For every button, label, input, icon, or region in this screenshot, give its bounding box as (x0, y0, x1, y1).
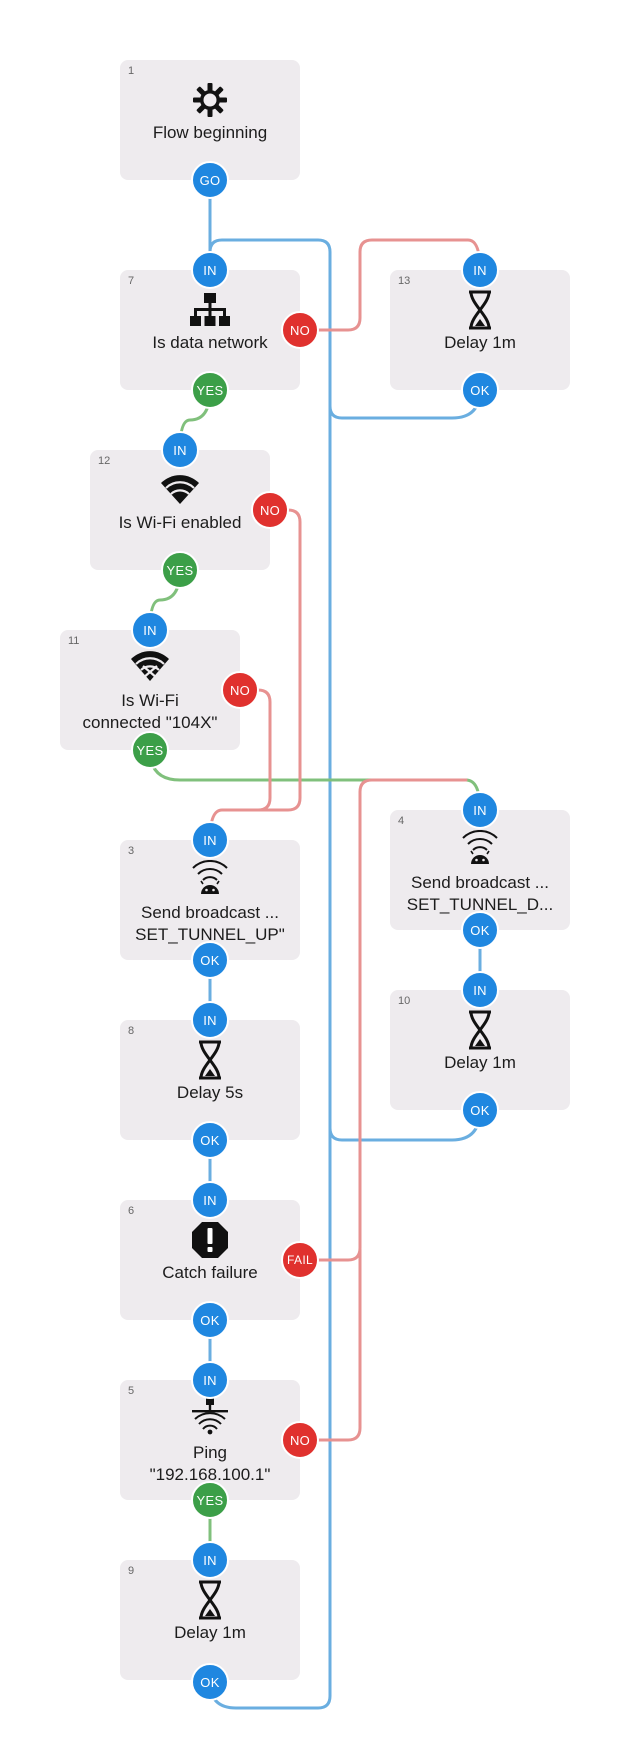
node-number: 3 (128, 845, 135, 857)
port-in-n11[interactable]: IN (131, 611, 169, 649)
port-yes-n11[interactable]: YES (131, 731, 169, 769)
node-label: Delay 1m (174, 1623, 246, 1642)
node-number: 8 (128, 1025, 135, 1037)
node-delay-1m-9[interactable]: 9 Delay 1m (120, 1560, 300, 1680)
node-delay-1m-13[interactable]: 13 Delay 1m (390, 270, 570, 390)
port-ok-n3[interactable]: OK (191, 941, 229, 979)
port-in-n3[interactable]: IN (191, 821, 229, 859)
node-catch-failure[interactable]: 6 Catch failure (120, 1200, 300, 1320)
hourglass-icon (120, 1580, 300, 1620)
port-in-n6[interactable]: IN (191, 1181, 229, 1219)
node-label: Flow beginning (152, 123, 268, 142)
node-ping[interactable]: 5 Ping "192.168.100.1" (120, 1380, 300, 1500)
wire-ok13-to-in7 (328, 388, 482, 420)
port-in-n13[interactable]: IN (461, 251, 499, 289)
node-is-data-network[interactable]: 7 Is data network (120, 270, 300, 390)
node-number: 5 (128, 1385, 135, 1397)
node-flow-beginning[interactable]: 1 Flow beginning (120, 60, 300, 180)
node-delay-1m-10[interactable]: 10 Delay 1m (390, 990, 570, 1110)
node-label: Send broadcast ... SET_TUNNEL_D... (406, 873, 554, 914)
wire-no11-to-in3 (238, 688, 272, 812)
node-label: Is Wi-Fi enabled (118, 513, 242, 532)
node-number: 7 (128, 275, 135, 287)
node-label: Send broadcast ... SET_TUNNEL_UP" (135, 903, 285, 944)
node-number: 6 (128, 1205, 135, 1217)
hourglass-icon (390, 290, 570, 330)
wire-ok9-to-in7 (208, 238, 332, 1710)
port-ok-n13[interactable]: OK (461, 371, 499, 409)
port-ok-n4[interactable]: OK (461, 911, 499, 949)
node-number: 11 (68, 635, 80, 647)
wire-ok10-to-in7 (328, 1108, 482, 1142)
node-number: 4 (398, 815, 405, 827)
hourglass-icon (120, 1040, 300, 1080)
port-no-n12[interactable]: NO (251, 491, 289, 529)
port-in-n5[interactable]: IN (191, 1361, 229, 1399)
broadcast-icon (120, 858, 300, 898)
port-no-n11[interactable]: NO (221, 671, 259, 709)
node-label: Ping "192.168.100.1" (149, 1443, 271, 1484)
node-number: 9 (128, 1565, 135, 1577)
broadcast-icon (390, 828, 570, 868)
wire-no5-to-in4 (298, 1248, 362, 1442)
port-ok-n6[interactable]: OK (191, 1301, 229, 1339)
node-label: Is Wi-Fi connected "104X" (82, 691, 218, 732)
wire-no7-to-in13 (298, 238, 482, 332)
node-is-wifi-connected[interactable]: 11 Is Wi-Fi connected "104X" (60, 630, 240, 750)
port-in-n9[interactable]: IN (191, 1541, 229, 1579)
port-in-n10[interactable]: IN (461, 971, 499, 1009)
port-yes-n5[interactable]: YES (191, 1481, 229, 1519)
network-icon (120, 290, 300, 330)
gear-icon (120, 80, 300, 120)
node-number: 13 (398, 275, 411, 287)
node-number: 1 (128, 65, 135, 77)
ping-icon (120, 1396, 300, 1436)
node-send-broadcast-up[interactable]: 3 Send broadcast ... SET_TUNNEL_UP" (120, 840, 300, 960)
port-in-n8[interactable]: IN (191, 1001, 229, 1039)
node-label: Is data network (152, 333, 268, 352)
port-yes-n12[interactable]: YES (161, 551, 199, 589)
node-number: 10 (398, 995, 411, 1007)
node-label: Delay 5s (176, 1083, 244, 1102)
node-send-broadcast-down[interactable]: 4 Send broadcast ... SET_TUNNEL_D... (390, 810, 570, 930)
port-no-n7[interactable]: NO (281, 311, 319, 349)
node-number: 12 (98, 455, 111, 467)
hourglass-icon (390, 1010, 570, 1050)
port-go-n1[interactable]: GO (191, 161, 229, 199)
node-label: Catch failure (162, 1263, 258, 1282)
port-in-n7[interactable]: IN (191, 251, 229, 289)
port-ok-n10[interactable]: OK (461, 1091, 499, 1129)
node-label: Delay 1m (444, 1053, 516, 1072)
wifi-connected-icon (60, 646, 240, 686)
port-ok-n8[interactable]: OK (191, 1121, 229, 1159)
port-in-n4[interactable]: IN (461, 791, 499, 829)
port-in-n12[interactable]: IN (161, 431, 199, 469)
wire-no12-to-in3 (208, 508, 302, 842)
port-fail-n6[interactable]: FAIL (281, 1241, 319, 1279)
port-ok-n9[interactable]: OK (191, 1663, 229, 1701)
wire-fail6-to-in4 (298, 778, 468, 1262)
wifi-icon (90, 470, 270, 510)
node-is-wifi-enabled[interactable]: 12 Is Wi-Fi enabled (90, 450, 270, 570)
node-label: Delay 1m (444, 333, 516, 352)
node-delay-5s[interactable]: 8 Delay 5s (120, 1020, 300, 1140)
exclamation-icon (120, 1220, 300, 1260)
port-yes-n7[interactable]: YES (191, 371, 229, 409)
port-no-n5[interactable]: NO (281, 1421, 319, 1459)
